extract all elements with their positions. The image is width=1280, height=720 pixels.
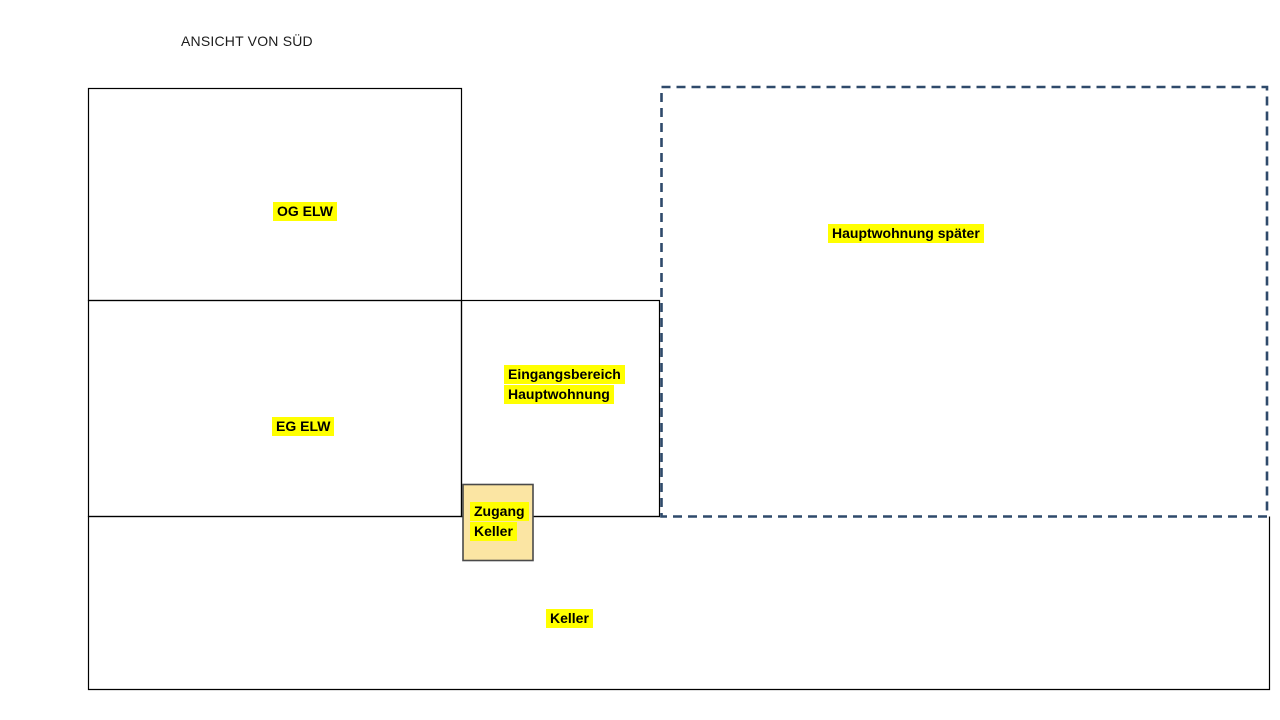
hauptwohnung-spaeter-label: Hauptwohnung später: [828, 224, 984, 243]
og-elw-label: OG ELW: [273, 202, 337, 221]
zugang-keller-label-line1: Zugang: [470, 502, 529, 521]
eg-elw-label: EG ELW: [272, 417, 335, 436]
eingangsbereich-label: Eingangsbereich Hauptwohnung: [504, 365, 625, 405]
keller-outline: [87, 515, 1271, 691]
eingangsbereich-label-line1: Eingangsbereich: [504, 365, 625, 384]
eg-elw-label-text: EG ELW: [272, 417, 335, 436]
page-title: ANSICHT VON SÜD: [181, 33, 313, 49]
keller-label: Keller: [546, 609, 593, 628]
keller-label-text: Keller: [546, 609, 593, 628]
og-elw-label-text: OG ELW: [273, 202, 337, 221]
eg-elw-outline: [87, 299, 463, 518]
hauptwohnung-spaeter-label-text: Hauptwohnung später: [828, 224, 984, 243]
zugang-keller-label: Zugang Keller: [470, 502, 529, 542]
og-elw-outline: [87, 87, 463, 302]
eingangsbereich-label-line2: Hauptwohnung: [504, 385, 614, 404]
zugang-keller-label-line2: Keller: [470, 522, 517, 541]
hauptwohnung-dashed-outline: [660, 85, 1269, 518]
